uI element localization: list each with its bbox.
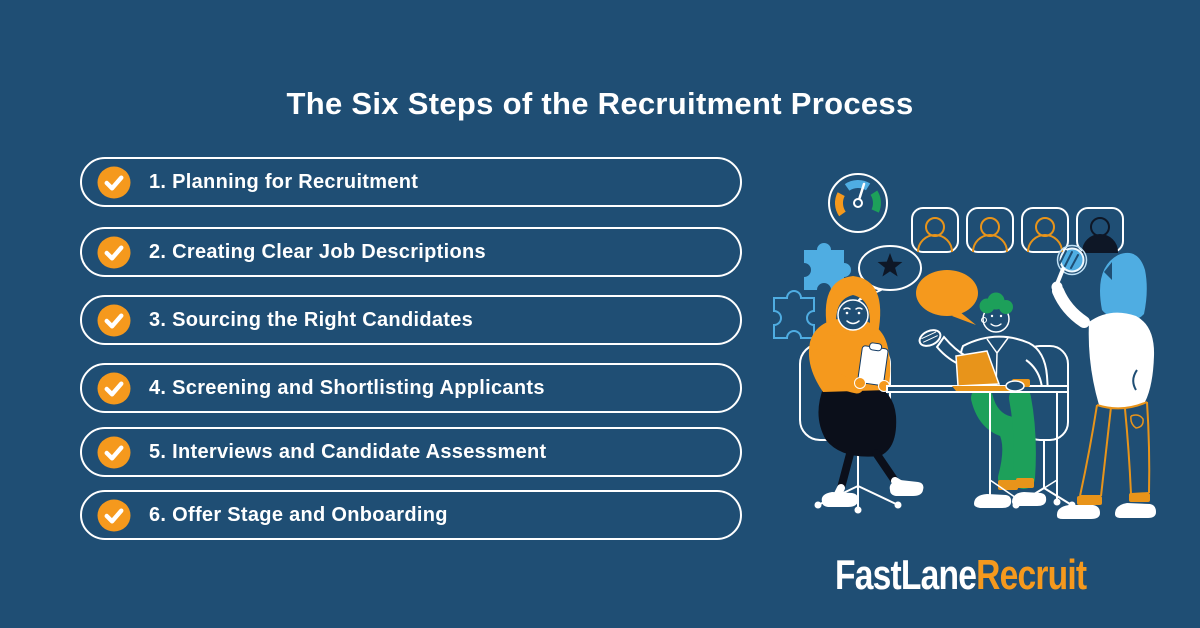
check-circle-icon — [97, 371, 131, 405]
brand-logo-second: Recruit — [976, 551, 1087, 598]
step-label: 6. Offer Stage and Onboarding — [149, 503, 448, 526]
step-label: 4. Screening and Shortlisting Applicants — [149, 376, 545, 399]
check-circle-icon — [97, 235, 131, 269]
team-illustration — [773, 173, 1156, 519]
check-circle-icon — [97, 165, 131, 199]
step-label: 1. Planning for Recruitment — [149, 170, 419, 193]
researcher-person — [1051, 244, 1156, 519]
star-icon — [877, 253, 903, 277]
check-circle-icon — [97, 303, 131, 337]
brand-logo: FastLaneRecruit — [835, 551, 1087, 599]
step-label: 5. Interviews and Candidate Assessment — [149, 440, 547, 463]
step-item-3: 3. Sourcing the Right Candidates — [80, 295, 742, 345]
step-item-1: 1. Planning for Recruitment — [80, 157, 742, 207]
step-label: 3. Sourcing the Right Candidates — [149, 308, 474, 331]
interviewer-man — [918, 292, 1050, 508]
laptop-icon — [952, 350, 1030, 392]
magnifier-icon — [1055, 244, 1088, 286]
recruiter-woman — [808, 276, 924, 507]
gauge-icon — [828, 173, 888, 233]
brand-logo-first: FastLane — [835, 551, 977, 598]
candidate-cards-icon — [911, 207, 1124, 253]
check-circle-icon — [97, 435, 131, 469]
check-circle-icon — [97, 498, 131, 532]
step-label: 2. Creating Clear Job Descriptions — [149, 240, 486, 263]
puzzle-piece-filled-icon — [804, 243, 851, 290]
page-title: The Six Steps of the Recruitment Process — [286, 86, 914, 121]
speech-bubble-icon — [916, 270, 978, 325]
clipboard-icon — [857, 342, 889, 386]
puzzle-piece-outline-icon — [773, 290, 815, 339]
step-item-4: 4. Screening and Shortlisting Applicants — [80, 363, 742, 413]
step-item-2: 2. Creating Clear Job Descriptions — [80, 227, 742, 277]
step-item-6: 6. Offer Stage and Onboarding — [80, 490, 742, 540]
step-item-5: 5. Interviews and Candidate Assessment — [80, 427, 742, 477]
